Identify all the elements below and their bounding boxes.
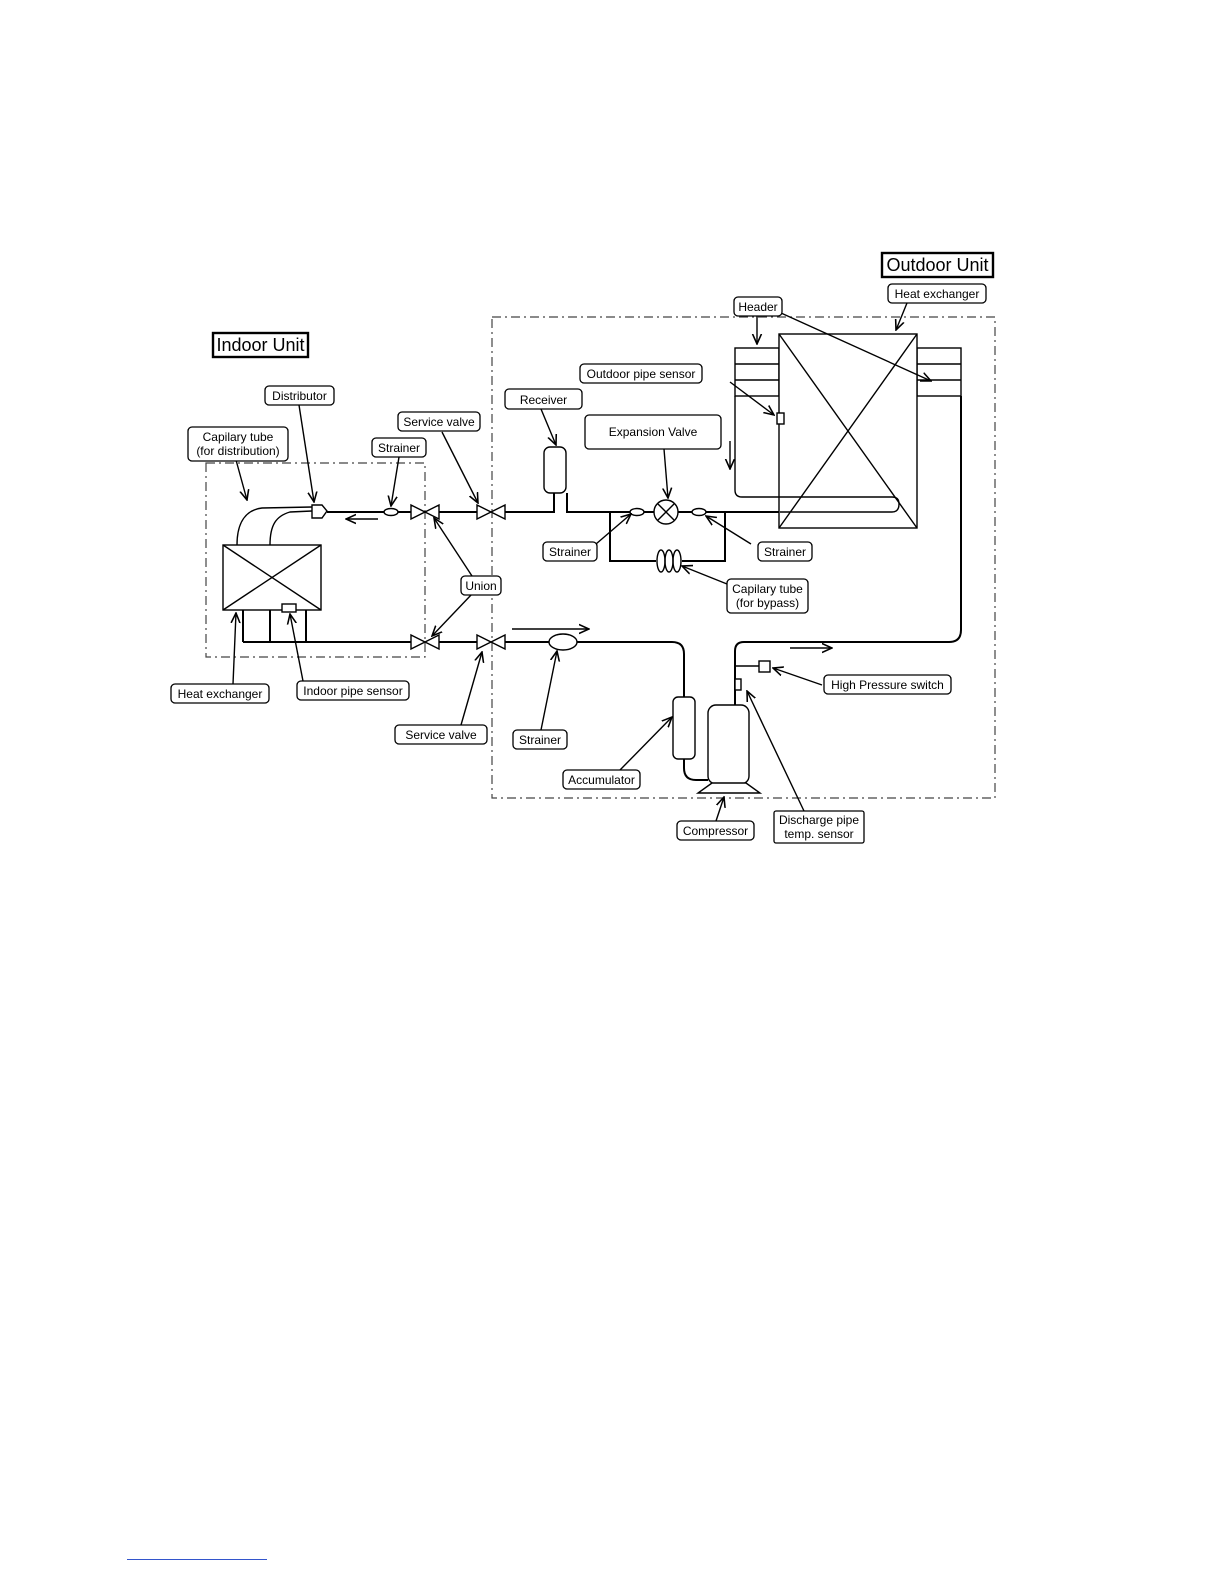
- svg-text:Strainer: Strainer: [378, 441, 420, 455]
- svg-text:Indoor pipe sensor: Indoor pipe sensor: [303, 684, 402, 698]
- svg-text:Service valve: Service valve: [405, 728, 477, 742]
- label-compressor: Compressor: [676, 820, 755, 841]
- svg-text:(for bypass): (for bypass): [736, 596, 799, 610]
- svg-text:temp. sensor: temp. sensor: [784, 827, 853, 841]
- distributor-symbol: [311, 504, 328, 519]
- svg-text:Distributor: Distributor: [272, 389, 327, 403]
- indoor-unit-boundary: [205, 462, 426, 658]
- label-strainer-left: Strainer: [542, 541, 598, 562]
- label-discharge-sensor: Discharge pipe temp. sensor: [773, 810, 865, 844]
- svg-text:Heat exchanger: Heat exchanger: [178, 687, 263, 701]
- svg-text:Accumulator: Accumulator: [568, 773, 635, 787]
- svg-text:Strainer: Strainer: [519, 733, 561, 747]
- leader-lines: [233, 302, 931, 822]
- label-union: Union: [460, 575, 502, 596]
- svg-text:Heat exchanger: Heat exchanger: [895, 287, 980, 301]
- svg-text:Capilary tube: Capilary tube: [732, 582, 803, 596]
- label-strainer-right: Strainer: [757, 541, 813, 562]
- outdoor-unit-boundary: [491, 316, 996, 799]
- svg-text:Outdoor Unit: Outdoor Unit: [886, 255, 988, 275]
- svg-text:Discharge pipe: Discharge pipe: [779, 813, 859, 827]
- footnote-rule: [127, 1559, 267, 1560]
- svg-text:Compressor: Compressor: [683, 824, 748, 838]
- service-valve-top-symbol: [476, 503, 506, 521]
- svg-text:Expansion Valve: Expansion Valve: [609, 425, 698, 439]
- label-expansion-valve: Expansion Valve: [584, 414, 722, 450]
- indoor-pipe-sensor-symbol: [281, 603, 297, 613]
- high-pressure-switch-symbol: [758, 660, 771, 673]
- outdoor-pipe-sensor-symbol: [776, 412, 785, 425]
- suction-strainer-symbol: [548, 633, 578, 651]
- indoor-strainer-symbol: [383, 507, 399, 517]
- bypass-capillary-symbol: [656, 549, 682, 573]
- label-header: Header: [733, 296, 783, 317]
- svg-text:Service valve: Service valve: [403, 415, 475, 429]
- discharge-sensor-symbol: [734, 678, 742, 691]
- svg-text:Receiver: Receiver: [520, 393, 567, 407]
- svg-text:Indoor Unit: Indoor Unit: [216, 335, 304, 355]
- indoor-heat-exchanger: [222, 544, 322, 611]
- label-high-pressure-switch: High Pressure switch: [823, 674, 952, 695]
- label-capillary-bypass: Capilary tube (for bypass): [726, 578, 809, 614]
- union-bottom-symbol: [410, 633, 440, 651]
- outdoor-heat-exchanger: [778, 333, 918, 529]
- svg-text:Strainer: Strainer: [764, 545, 806, 559]
- svg-text:Union: Union: [465, 579, 496, 593]
- indoor-unit-title: Indoor Unit: [211, 331, 310, 359]
- outdoor-header-right: [916, 347, 962, 397]
- strainer-right-symbol: [691, 507, 707, 517]
- label-distributor: Distributor: [264, 385, 335, 406]
- outdoor-header-left: [734, 347, 780, 397]
- label-heat-exchanger-outdoor: Heat exchanger: [887, 283, 987, 304]
- svg-text:Capilary tube: Capilary tube: [203, 430, 274, 444]
- accumulator-symbol: [672, 696, 696, 760]
- label-service-valve-top: Service valve: [397, 411, 481, 432]
- label-strainer-indoor: Strainer: [371, 437, 427, 458]
- label-indoor-pipe-sensor: Indoor pipe sensor: [296, 680, 410, 701]
- label-accumulator: Accumulator: [562, 769, 641, 790]
- label-heat-exchanger-indoor: Heat exchanger: [170, 683, 270, 704]
- compressor-symbol: [707, 704, 750, 785]
- svg-text:Header: Header: [738, 300, 777, 314]
- svg-text:Strainer: Strainer: [549, 545, 591, 559]
- expansion-valve-symbol: [653, 499, 679, 525]
- receiver-symbol: [543, 446, 567, 494]
- label-outdoor-pipe-sensor: Outdoor pipe sensor: [579, 363, 703, 384]
- label-capillary-distribution: Capilary tube (for distribution): [187, 426, 289, 462]
- label-receiver: Receiver: [504, 388, 583, 410]
- label-service-valve-bottom: Service valve: [394, 724, 488, 745]
- strainer-left-symbol: [629, 507, 645, 517]
- svg-text:Outdoor pipe sensor: Outdoor pipe sensor: [587, 367, 696, 381]
- svg-text:High Pressure switch: High Pressure switch: [831, 678, 944, 692]
- service-valve-bottom-symbol: [476, 633, 506, 651]
- outdoor-unit-title: Outdoor Unit: [880, 251, 995, 279]
- label-strainer-suction: Strainer: [512, 729, 568, 750]
- svg-text:(for distribution): (for distribution): [196, 444, 279, 458]
- capillary-tubes-distribution: [236, 506, 313, 546]
